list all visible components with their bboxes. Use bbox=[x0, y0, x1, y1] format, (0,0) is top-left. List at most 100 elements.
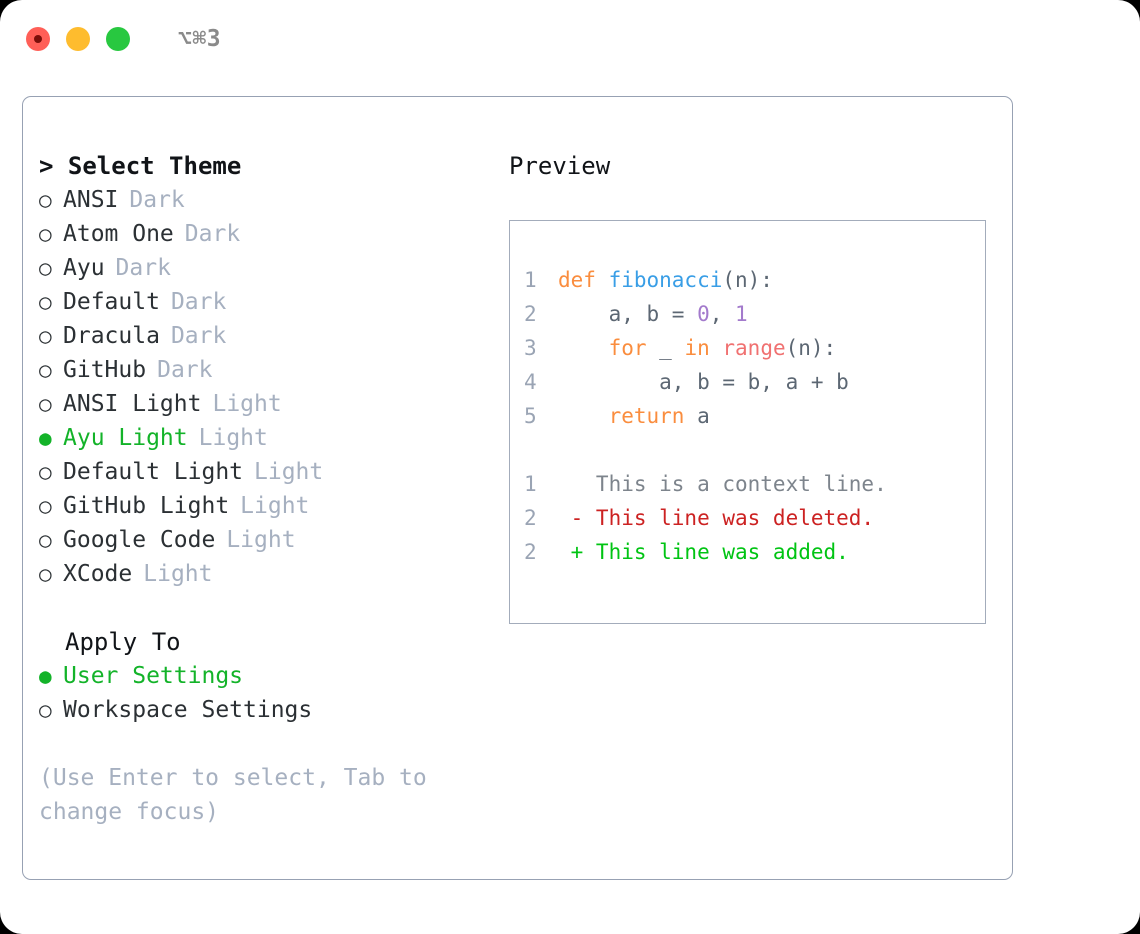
theme-option-kind: Light bbox=[226, 527, 296, 553]
code-line: 3 for _ in range(n): bbox=[524, 331, 985, 365]
code-line: 4 a, b = b, a + b bbox=[524, 365, 985, 399]
preview-gap bbox=[524, 433, 985, 467]
theme-option-kind: Dark bbox=[115, 255, 171, 281]
radio-empty-icon: ○ bbox=[39, 494, 52, 518]
code-line: 5 return a bbox=[524, 399, 985, 433]
apply-option-workspace-settings[interactable]: ○Workspace Settings bbox=[39, 693, 493, 727]
code-token: in bbox=[684, 336, 723, 360]
diff-line: 1 This is a context line. bbox=[524, 467, 985, 501]
radio-empty-icon: ○ bbox=[39, 324, 52, 348]
apply-option-user-settings[interactable]: ●User Settings bbox=[39, 659, 493, 693]
select-theme-heading: > Select Theme bbox=[39, 152, 242, 180]
theme-option-default[interactable]: ○ Default Dark bbox=[39, 285, 493, 319]
radio-empty-icon: ○ bbox=[39, 290, 52, 314]
code-line-number: 5 bbox=[524, 404, 537, 428]
theme-option-kind: Dark bbox=[184, 221, 241, 247]
radio-empty-icon: ○ bbox=[39, 460, 52, 484]
apply-to-list: ●User Settings○Workspace Settings bbox=[39, 659, 493, 727]
diff-line-number: 1 bbox=[524, 472, 537, 496]
code-line-text: def fibonacci(n): bbox=[558, 263, 773, 297]
theme-option-kind: Light bbox=[240, 493, 310, 519]
list-spacer bbox=[39, 591, 493, 625]
keyboard-shortcut-label: ⌥⌘3 bbox=[178, 26, 222, 52]
theme-option-label: Default Light bbox=[63, 459, 244, 485]
window-controls bbox=[26, 27, 130, 51]
theme-option-kind: Dark bbox=[170, 289, 227, 315]
theme-option-label: Default bbox=[63, 289, 160, 315]
diff-line-text: - This line was deleted. bbox=[558, 506, 875, 530]
theme-option-kind: Dark bbox=[129, 187, 185, 213]
code-token: for bbox=[558, 336, 660, 360]
diff-line: 2 + This line was added. bbox=[524, 535, 985, 569]
keyboard-hint-text: (Use Enter to select, Tab to change focu… bbox=[39, 765, 441, 825]
radio-empty-icon: ○ bbox=[39, 256, 52, 280]
apply-option-label: Workspace Settings bbox=[63, 697, 313, 723]
theme-option-ayu[interactable]: ○ Ayu Dark bbox=[39, 251, 493, 285]
code-token: return bbox=[558, 404, 698, 428]
radio-selected-icon: ● bbox=[39, 426, 52, 450]
code-token: fibonacci bbox=[608, 268, 723, 292]
radio-empty-icon: ○ bbox=[39, 222, 52, 246]
code-line-number: 2 bbox=[524, 302, 537, 326]
radio-selected-icon: ● bbox=[39, 664, 52, 688]
theme-option-atom-one[interactable]: ○ Atom One Dark bbox=[39, 217, 493, 251]
diff-line-text: This is a context line. bbox=[558, 472, 887, 496]
code-token: _ bbox=[659, 336, 685, 360]
theme-option-label: Atom One bbox=[63, 221, 174, 247]
theme-option-label: GitHub bbox=[63, 357, 147, 383]
apply-to-heading: Apply To bbox=[65, 628, 181, 656]
theme-option-ansi-light[interactable]: ○ ANSI Light Light bbox=[39, 387, 493, 421]
diff-line-text: + This line was added. bbox=[558, 540, 849, 564]
radio-empty-icon: ○ bbox=[39, 562, 52, 586]
radio-empty-icon: ○ bbox=[39, 392, 52, 416]
code-token: , bbox=[709, 302, 736, 326]
code-line-text: a, b = b, a + b bbox=[558, 365, 849, 399]
code-token: def bbox=[558, 268, 609, 292]
code-line-text: a, b = 0, 1 bbox=[558, 297, 748, 331]
diff-line: 2 - This line was deleted. bbox=[524, 501, 985, 535]
code-token: range bbox=[722, 336, 786, 360]
theme-option-label: Dracula bbox=[63, 323, 160, 349]
diff-line-number: 2 bbox=[524, 540, 537, 564]
theme-option-kind: Dark bbox=[170, 323, 227, 349]
theme-option-label: Ayu bbox=[63, 255, 105, 281]
code-line-text: return a bbox=[558, 399, 710, 433]
diff-sample: 1 This is a context line.2 - This line w… bbox=[524, 467, 985, 569]
code-token: (n): bbox=[722, 268, 773, 292]
code-token: 1 bbox=[735, 302, 748, 326]
code-token: a, b = b, a + b bbox=[558, 370, 849, 394]
theme-option-default-light[interactable]: ○ Default Light Light bbox=[39, 455, 493, 489]
theme-option-label: ANSI Light bbox=[63, 391, 202, 417]
theme-option-dracula[interactable]: ○ Dracula Dark bbox=[39, 319, 493, 353]
theme-option-kind: Dark bbox=[157, 357, 213, 383]
code-token: (n): bbox=[785, 336, 837, 360]
code-line-number: 4 bbox=[524, 370, 537, 394]
theme-option-label: XCode bbox=[63, 561, 133, 587]
code-line: 2 a, b = 0, 1 bbox=[524, 297, 985, 331]
close-button[interactable] bbox=[26, 27, 50, 51]
diff-line-number: 2 bbox=[524, 506, 537, 530]
theme-option-kind: Light bbox=[254, 459, 324, 485]
radio-empty-icon: ○ bbox=[39, 188, 52, 212]
theme-option-kind: Light bbox=[212, 391, 282, 417]
title-bar: ⌥⌘3 bbox=[0, 0, 1140, 78]
theme-option-label: Google Code bbox=[63, 527, 216, 553]
maximize-button[interactable] bbox=[106, 27, 130, 51]
code-line-number: 3 bbox=[524, 336, 537, 360]
code-line-text: for _ in range(n): bbox=[558, 331, 837, 365]
minimize-button[interactable] bbox=[66, 27, 90, 51]
code-token: 0 bbox=[697, 302, 710, 326]
